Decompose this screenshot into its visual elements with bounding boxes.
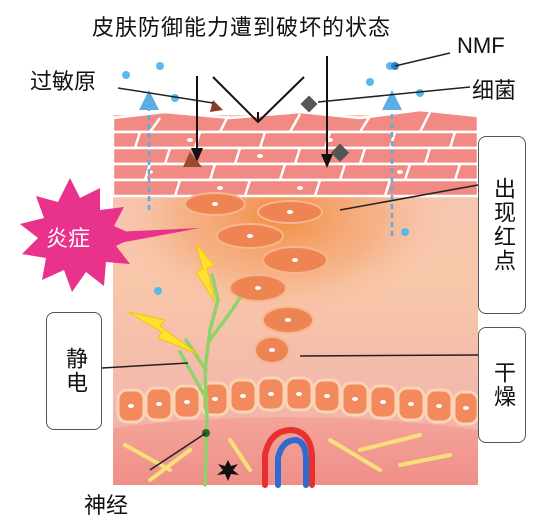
epidermal-cells <box>184 192 328 364</box>
allergen-icon-2 <box>183 152 202 167</box>
bacteria-icon <box>300 95 318 113</box>
moisture-loss-arrows <box>139 90 402 236</box>
nmf-label: NMF <box>457 33 505 58</box>
stratum-corneum <box>111 108 480 198</box>
leader-lines <box>101 52 479 471</box>
dermis-fibers <box>123 433 452 482</box>
red-spots-callout: 出现红点 <box>478 136 526 314</box>
static-label: 静电 <box>62 347 87 395</box>
dark-spot-icon <box>217 460 239 481</box>
bacteria-label: 细菌 <box>472 79 517 104</box>
bacteria-icon-2 <box>330 143 350 162</box>
dermis-layer <box>113 416 478 485</box>
static-lightning-icon <box>127 243 216 355</box>
allergen-label: 过敏原 <box>30 70 97 95</box>
damage-arrows <box>196 56 328 158</box>
static-callout: 静电 <box>46 312 102 430</box>
inflammation-label: 炎症 <box>46 227 91 252</box>
blood-vessels <box>262 426 315 488</box>
dryness-callout: 干燥 <box>478 327 526 443</box>
allergen-icon <box>210 100 223 112</box>
red-spots-label: 出现红点 <box>490 177 515 273</box>
nerve-label: 神经 <box>84 494 129 519</box>
inflammation-burst <box>20 178 200 292</box>
nerve-fibre <box>178 273 242 487</box>
diagram-title-text: 皮肤防御能力遭到破坏的状态 <box>92 16 392 41</box>
dryness-label: 干燥 <box>490 361 515 409</box>
